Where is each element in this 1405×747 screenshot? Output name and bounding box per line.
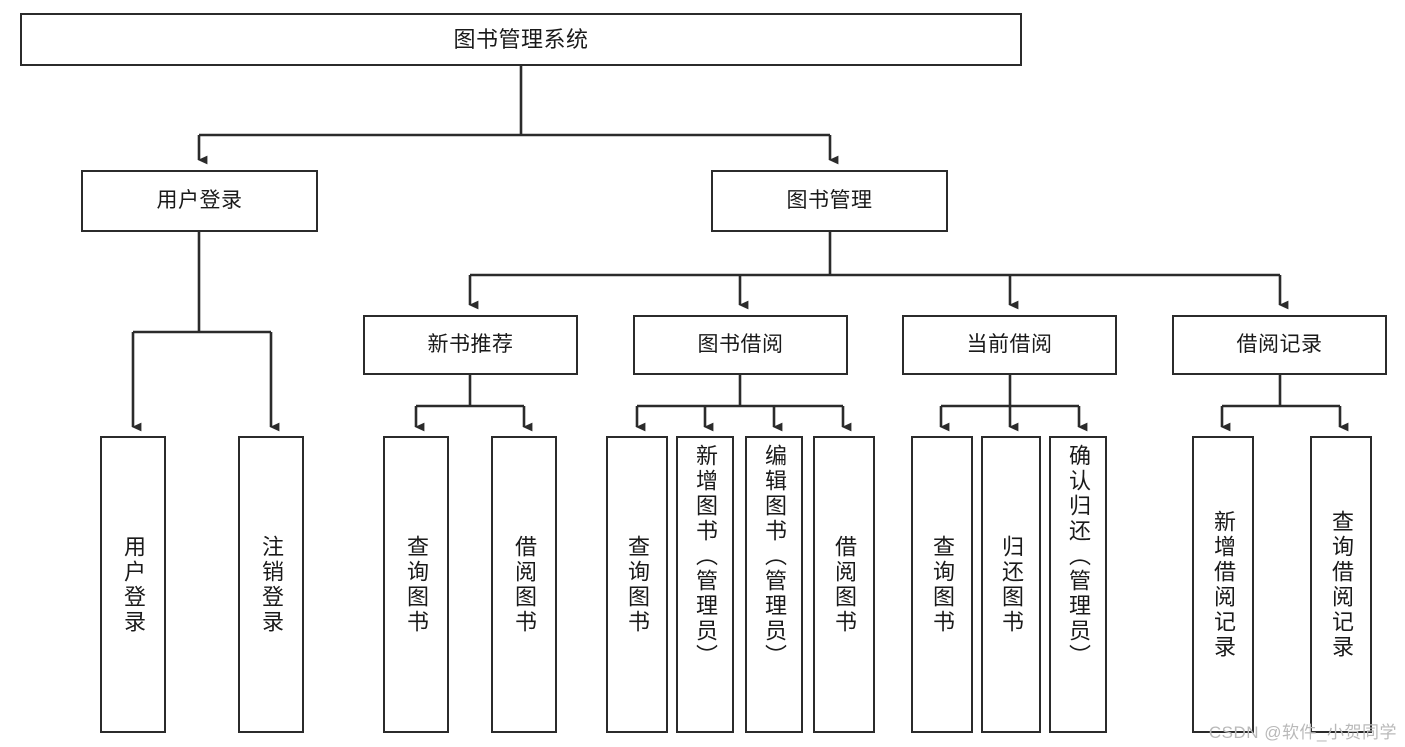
leaf-book-borrow-lend[interactable]: 借阅图书	[813, 436, 875, 733]
leaf-current-borrow-query[interactable]: 查询图书	[911, 436, 973, 733]
watermark: CSDN @软件_小贺同学	[1208, 723, 1397, 742]
node-book-borrow[interactable]: 图书借阅	[633, 315, 848, 375]
node-user-login[interactable]: 用户登录	[81, 170, 318, 232]
leaf-user-login-login[interactable]: 用户登录	[100, 436, 166, 733]
node-borrow-record[interactable]: 借阅记录	[1172, 315, 1387, 375]
node-label: 新增借阅记录	[1211, 509, 1236, 660]
node-current-borrow[interactable]: 当前借阅	[902, 315, 1117, 375]
node-label: 用户登录	[121, 534, 146, 635]
leaf-user-login-logout[interactable]: 注销登录	[238, 436, 304, 733]
leaf-new-book-query[interactable]: 查询图书	[383, 436, 449, 733]
node-label: 查询图书	[625, 534, 650, 635]
node-label: 用户登录	[156, 188, 243, 212]
node-root-system[interactable]: 图书管理系统	[20, 13, 1022, 66]
leaf-current-borrow-return[interactable]: 归还图书	[981, 436, 1041, 733]
node-label: 查询图书	[930, 534, 955, 635]
node-label: 新书推荐	[427, 332, 514, 356]
node-label: 借阅记录	[1236, 332, 1323, 356]
leaf-new-book-borrow[interactable]: 借阅图书	[491, 436, 557, 733]
node-label: 注销登录	[259, 534, 284, 635]
node-book-management[interactable]: 图书管理	[711, 170, 948, 232]
node-label: 归还图书	[999, 534, 1024, 635]
node-label: 编辑图书（管理员）	[762, 444, 787, 669]
node-label: 借阅图书	[832, 534, 857, 635]
node-label: 新增图书（管理员）	[693, 444, 718, 669]
node-label: 查询借阅记录	[1329, 509, 1354, 660]
leaf-current-borrow-confirm-return[interactable]: 确认归还（管理员）	[1049, 436, 1107, 733]
node-label: 图书借阅	[697, 332, 784, 356]
node-new-book-recommend[interactable]: 新书推荐	[363, 315, 578, 375]
leaf-borrow-record-add[interactable]: 新增借阅记录	[1192, 436, 1254, 733]
leaf-book-borrow-edit[interactable]: 编辑图书（管理员）	[745, 436, 803, 733]
node-label: 查询图书	[404, 534, 429, 635]
leaf-borrow-record-query[interactable]: 查询借阅记录	[1310, 436, 1372, 733]
node-label: 确认归还（管理员）	[1066, 444, 1091, 669]
leaf-book-borrow-query[interactable]: 查询图书	[606, 436, 668, 733]
node-label: 当前借阅	[966, 332, 1053, 356]
node-label: 借阅图书	[512, 534, 537, 635]
leaf-book-borrow-add[interactable]: 新增图书（管理员）	[676, 436, 734, 733]
node-label: 图书管理	[786, 188, 873, 212]
node-label: 图书管理系统	[453, 26, 589, 52]
